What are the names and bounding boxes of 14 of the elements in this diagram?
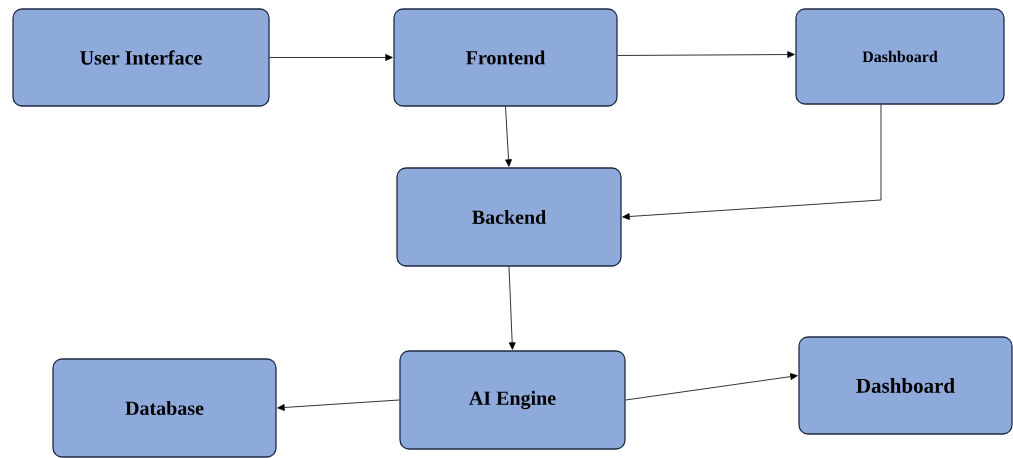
process-box: Dashboard bbox=[795, 8, 1005, 105]
arrow bbox=[622, 104, 882, 220]
arrow bbox=[269, 54, 393, 61]
arrow bbox=[277, 399, 400, 411]
arrow bbox=[625, 373, 798, 401]
process-box: Database bbox=[52, 358, 277, 458]
process-box: Frontend bbox=[393, 8, 618, 107]
process-box: User Interface bbox=[12, 8, 270, 107]
process-box: AI Engine bbox=[399, 350, 626, 450]
arrow bbox=[505, 106, 512, 167]
arrow bbox=[617, 51, 795, 58]
process-box: Dashboard bbox=[798, 336, 1013, 435]
arrow bbox=[508, 266, 516, 350]
process-box: Backend bbox=[396, 167, 622, 267]
